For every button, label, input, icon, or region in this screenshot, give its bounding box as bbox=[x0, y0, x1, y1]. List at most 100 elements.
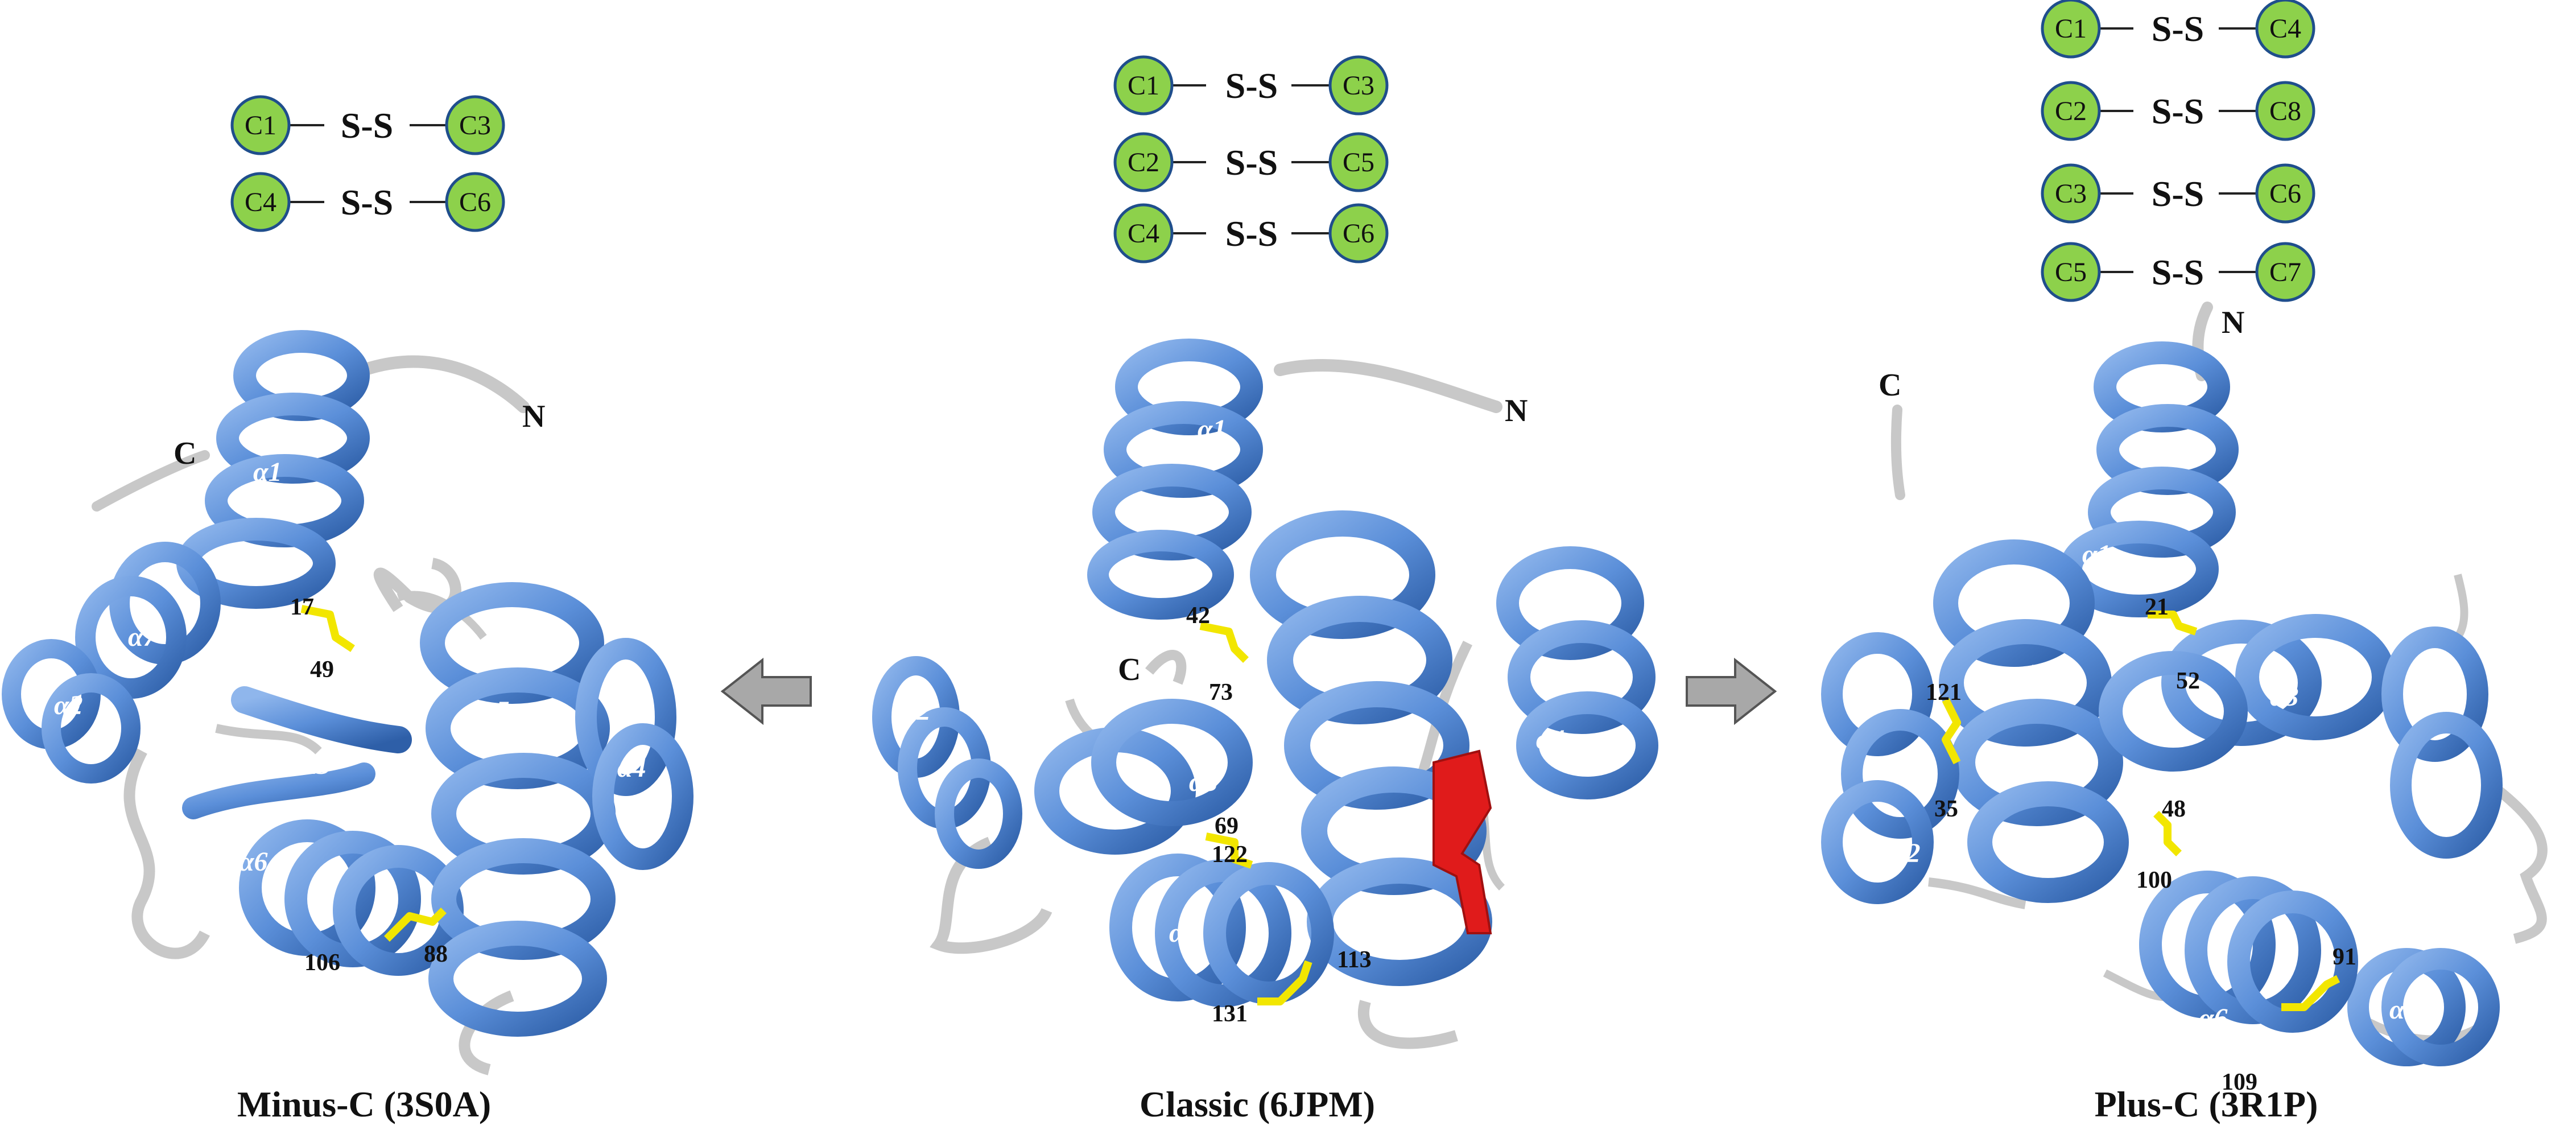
cysteine-node bbox=[2041, 0, 2101, 59]
residue-number: 48 bbox=[2162, 796, 2186, 822]
panel-caption: Plus-C (3R1P) bbox=[2095, 1084, 2318, 1124]
arrow-left-icon bbox=[720, 657, 812, 725]
bond-row: C1 S-S C3 bbox=[1113, 55, 1389, 116]
bond-row: C3 S-S C6 bbox=[2041, 163, 2315, 224]
helix bbox=[1933, 539, 2129, 903]
residue-number: 113 bbox=[1337, 947, 1372, 973]
helix-label: α2 bbox=[1892, 838, 1921, 868]
arrow-right-icon bbox=[1686, 657, 1777, 725]
disulfide-bond bbox=[1199, 622, 1249, 663]
helix bbox=[2099, 614, 2396, 772]
helix-label: α6 bbox=[239, 847, 268, 877]
disulfide-bond bbox=[2153, 811, 2182, 856]
c-terminus-label: C bbox=[1879, 368, 1901, 403]
helix-label: α7 bbox=[2014, 659, 2044, 689]
helix-label: α5 bbox=[481, 696, 510, 726]
helix bbox=[2059, 341, 2239, 617]
residue-number: 21 bbox=[2145, 594, 2169, 620]
cysteine-label: C1 bbox=[245, 110, 276, 141]
helix-label: α7 bbox=[128, 622, 158, 652]
residue-number: 109 bbox=[2222, 1069, 2257, 1095]
helix-label: α2 bbox=[54, 690, 83, 720]
helix bbox=[575, 638, 693, 870]
bond-label: S-S bbox=[2152, 252, 2205, 292]
residue-number: 91 bbox=[2333, 944, 2356, 970]
cysteine-label: C4 bbox=[2269, 14, 2301, 44]
helix-label: α1 bbox=[253, 457, 282, 487]
cysteine-label: C8 bbox=[2269, 96, 2301, 126]
helix bbox=[2139, 871, 2358, 1033]
cysteine-label: C1 bbox=[2055, 14, 2087, 44]
panel-minus-c: C1 S-S C3 C4 S-S C6 bbox=[2, 95, 693, 1124]
residue-number: 49 bbox=[310, 657, 334, 683]
protein-ribbon bbox=[872, 339, 1658, 1049]
disulfide-bond bbox=[1942, 698, 1961, 765]
cysteine-node bbox=[1113, 132, 1174, 192]
helix bbox=[1087, 339, 1263, 620]
helix bbox=[2381, 626, 2503, 859]
helix-label: α6 bbox=[1169, 918, 1198, 948]
bond-row: C4 S-S C6 bbox=[1113, 203, 1389, 263]
c-terminus-label: C bbox=[174, 436, 196, 471]
helix bbox=[2347, 948, 2500, 1066]
cysteine-node bbox=[1328, 203, 1389, 263]
residue-number: 131 bbox=[1212, 1001, 1248, 1027]
cysteine-node bbox=[2041, 242, 2101, 302]
helix bbox=[420, 582, 616, 1037]
bond-label: S-S bbox=[2152, 174, 2205, 214]
helix-label: α4 bbox=[617, 753, 646, 783]
cysteine-node bbox=[1328, 132, 1389, 192]
residue-number: 42 bbox=[1186, 603, 1210, 629]
helix-label: α3 bbox=[302, 750, 331, 780]
n-terminus-label: N bbox=[2222, 305, 2244, 340]
disulfide-bond bbox=[1205, 832, 1253, 869]
helix-label: α6 bbox=[2199, 1003, 2228, 1033]
cysteine-label: C2 bbox=[1128, 147, 1159, 178]
cysteine-label: C3 bbox=[459, 110, 491, 141]
bond-row: C5 S-S C7 bbox=[2041, 242, 2315, 302]
bond-label: S-S bbox=[2152, 91, 2205, 131]
cysteine-node bbox=[1113, 55, 1174, 116]
cysteine-node bbox=[2255, 81, 2315, 141]
helix bbox=[1496, 546, 1658, 799]
cysteine-label: C4 bbox=[245, 187, 276, 217]
helix bbox=[2, 639, 141, 784]
cysteine-node bbox=[445, 95, 505, 155]
bond-row: C1 S-S C3 bbox=[230, 95, 505, 155]
cysteine-node bbox=[2041, 81, 2101, 141]
helix-label: α1 bbox=[2082, 539, 2111, 570]
helix bbox=[239, 819, 464, 976]
residue-number: 88 bbox=[424, 941, 448, 967]
disulfide-bond bbox=[2281, 975, 2340, 1011]
helix-label: α1 bbox=[1198, 414, 1227, 444]
residue-number: 69 bbox=[1215, 813, 1239, 839]
helix bbox=[1034, 699, 1253, 855]
bond-row: C2 S-S C8 bbox=[2041, 81, 2315, 141]
panel-plus-c: C1 S-S C4 C2 S-S C8 C3 S-S C6 C5 bbox=[1821, 0, 2548, 1124]
cysteine-label: C4 bbox=[1128, 218, 1159, 249]
residue-number: 52 bbox=[2176, 668, 2200, 694]
helix-label: α3 bbox=[2270, 682, 2299, 712]
bond-row: C1 S-S C4 bbox=[2041, 0, 2315, 59]
helix-label: α3 bbox=[1189, 767, 1218, 797]
bond-label: S-S bbox=[1225, 213, 1278, 254]
cysteine-node bbox=[2255, 0, 2315, 59]
residue-number: 17 bbox=[290, 594, 314, 620]
cysteine-label: C5 bbox=[1343, 147, 1374, 178]
helix bbox=[872, 656, 1022, 869]
bond-row: C4 S-S C6 bbox=[230, 172, 505, 232]
residue-number: 121 bbox=[1926, 679, 1962, 706]
residue-number: 100 bbox=[2136, 867, 2172, 893]
helix-label: α2 bbox=[902, 696, 931, 726]
cysteine-node bbox=[2255, 163, 2315, 224]
disulfide-bond bbox=[2148, 611, 2198, 636]
bond-label: S-S bbox=[1225, 142, 1278, 183]
residue-number: 106 bbox=[304, 950, 340, 976]
helix-label: α5 bbox=[2389, 995, 2418, 1025]
residue-number: 122 bbox=[1212, 842, 1248, 868]
bond-row: C2 S-S C5 bbox=[1113, 132, 1389, 192]
cysteine-node bbox=[445, 172, 505, 232]
cysteine-label: C5 bbox=[2055, 257, 2087, 287]
bond-label: S-S bbox=[341, 182, 394, 222]
